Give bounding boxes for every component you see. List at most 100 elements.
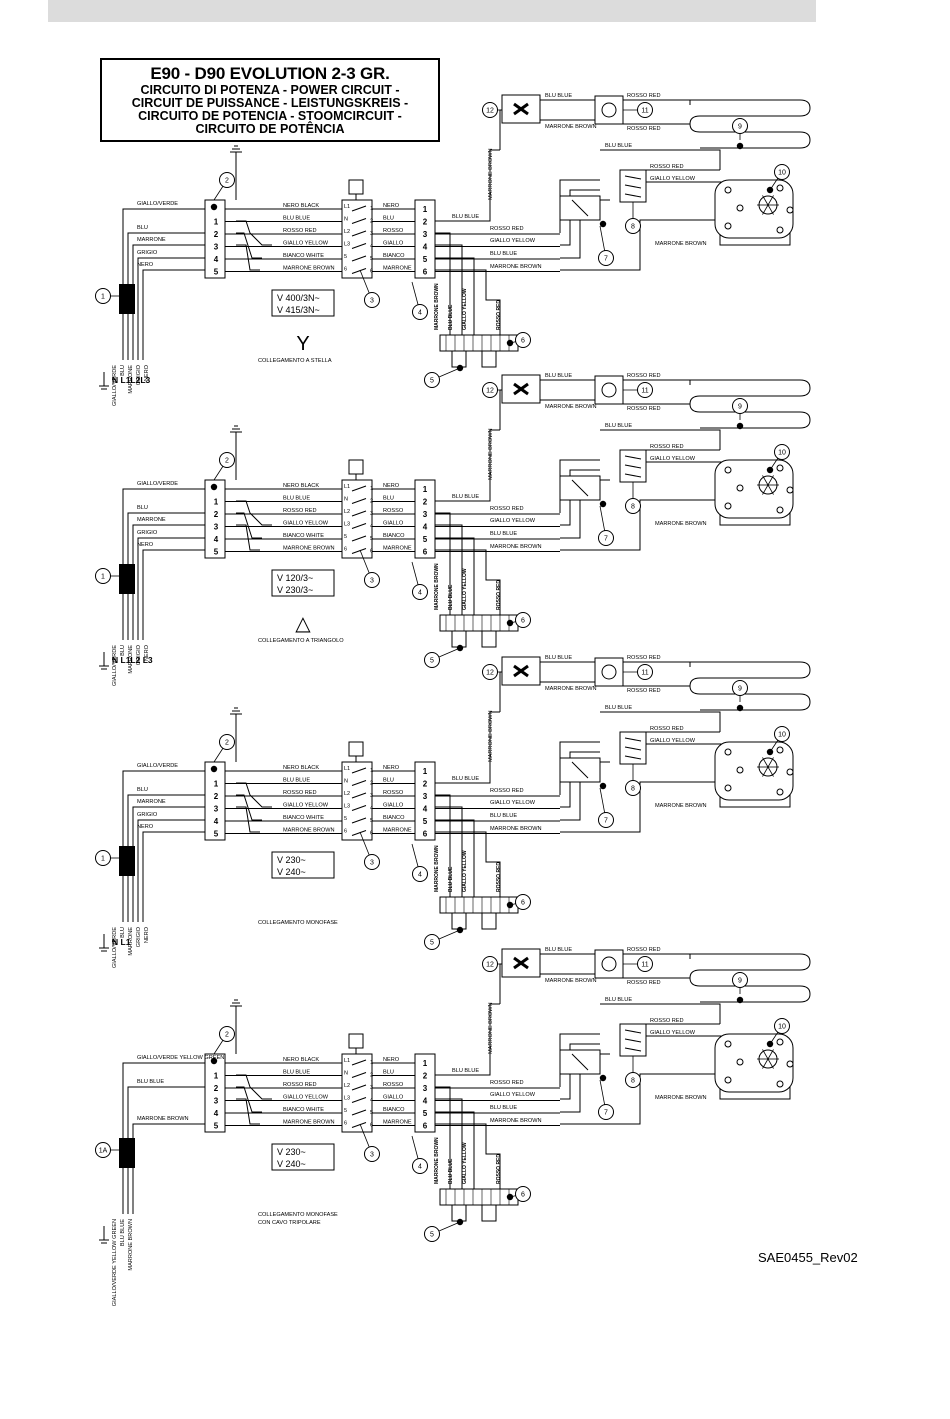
wire-label: ROSSO RED <box>627 126 661 132</box>
terminal-block <box>414 199 436 279</box>
cable-wire-label: GIALLO/VERDE YELLOW GREEN <box>112 1219 118 1306</box>
vertical-wire-label: BLU BLUE <box>448 304 454 330</box>
switch-contact-number: 4 <box>370 524 373 530</box>
vertical-wire-label: BLU BLUE <box>448 584 454 610</box>
ref-number: 1 <box>101 856 105 863</box>
wire <box>435 269 501 335</box>
title-block: E90 - D90 EVOLUTION 2-3 GR. CIRCUITO DI … <box>100 58 440 142</box>
wire <box>132 524 205 640</box>
junction-dot <box>210 483 218 491</box>
wire <box>600 1003 721 1024</box>
ref-circle <box>625 780 641 796</box>
ref-number: 11 <box>641 108 648 115</box>
wire-label: ROSSO RED <box>490 788 524 794</box>
wire-label: GIALLO <box>383 241 404 247</box>
heater-terminal <box>776 506 784 514</box>
ref-circle <box>412 866 428 882</box>
wire <box>435 819 475 897</box>
wire-label: ROSSO <box>383 228 404 234</box>
vertical-wire-label: ROSSO RED <box>496 1154 502 1184</box>
switch-pole-label: L3 <box>344 1096 350 1102</box>
terminal-block <box>204 761 226 841</box>
cable-wire-label: BLU <box>120 927 126 938</box>
wire <box>624 464 642 469</box>
junction-dot <box>736 422 744 430</box>
ref-circle <box>412 1158 428 1174</box>
junction-dot <box>506 1193 514 1201</box>
terminal-number: 4 <box>214 255 219 264</box>
voltage-box <box>271 851 335 879</box>
terminal-strip <box>439 614 519 632</box>
ref-circle <box>412 304 428 320</box>
ref-circle <box>95 1142 111 1158</box>
switch-pole-label: L2 <box>344 1083 350 1089</box>
ref-number: 5 <box>430 1232 434 1239</box>
cable-wire-label: BLU <box>137 787 148 793</box>
voltage-box <box>271 569 335 597</box>
ref-number: 8 <box>631 504 635 511</box>
terminal-block <box>414 761 436 841</box>
wire-label: MARRONE BROWN <box>488 710 494 762</box>
wire-label: BLU <box>383 496 394 502</box>
thermostat-body <box>594 657 624 687</box>
wire-label: BLU BLUE <box>545 655 572 661</box>
wire-label: GIALLO <box>383 521 404 527</box>
wire-label: GIALLO <box>383 1095 404 1101</box>
vertical-wire-label: BLU BLUE <box>448 866 454 892</box>
heating-element <box>689 99 811 149</box>
wire-label: BIANCO WHITE <box>283 533 324 539</box>
ref-number: 2 <box>225 458 229 465</box>
switch-pole-label: L1 <box>344 1058 350 1064</box>
wire-label: BLU BLUE <box>545 93 572 99</box>
wire <box>122 770 205 922</box>
terminal-number: 1 <box>423 205 428 214</box>
wire-label: MARRONE BROWN <box>655 803 707 809</box>
ref-circle <box>364 1146 380 1162</box>
vertical-wire-label: GIALLO YELLOW <box>462 568 468 610</box>
vertical-wire-label: MARRONE BROWN <box>434 1137 440 1184</box>
ref-circle <box>732 118 748 134</box>
switch-contact-number: 6 <box>370 269 373 275</box>
heater-terminal <box>724 1040 732 1048</box>
component-ref-4: 4 <box>411 843 428 882</box>
wire-label: MARRONE BROWN <box>655 241 707 247</box>
wire <box>435 1086 451 1189</box>
junction-dot <box>210 203 218 211</box>
ref-number: 9 <box>738 978 742 985</box>
terminal-clamp <box>481 1204 497 1222</box>
wire <box>351 805 367 811</box>
wire <box>236 500 272 526</box>
wire <box>127 794 205 922</box>
wire <box>767 484 774 495</box>
vertical-wire-label: ROSSO RED <box>496 580 502 610</box>
junction-dot <box>766 466 774 474</box>
terminal-number: 1 <box>423 485 428 494</box>
terminal-number: 3 <box>423 230 428 239</box>
wire-label: BLU BLUE <box>605 997 632 1003</box>
heater-terminal <box>776 1080 784 1088</box>
wire-label: MARRONE BROWN <box>488 148 494 200</box>
component-ref-4: 4 <box>411 1135 428 1174</box>
thermostat-body <box>594 375 624 405</box>
wire <box>351 1097 367 1103</box>
wire-label: BLU BLUE <box>490 251 517 257</box>
wire-label: BIANCO WHITE <box>283 1107 324 1113</box>
wire-label: MARRONE BROWN <box>488 1002 494 1054</box>
wire-label: MARRONE BROWN <box>283 1120 335 1126</box>
wire-label: ROSSO RED <box>283 228 317 234</box>
terminal-number: 2 <box>423 218 428 227</box>
terminal-number: 2 <box>214 230 219 239</box>
wire-label: MARRONE BROWN <box>490 264 542 270</box>
wire <box>624 746 642 751</box>
wire <box>351 1122 367 1128</box>
vertical-wire-label: BLU BLUE <box>448 1158 454 1184</box>
terminal-clamp <box>481 912 497 930</box>
wire-label: BLU BLUE <box>283 1070 310 1076</box>
wire-label: BIANCO <box>383 533 405 539</box>
wire <box>236 806 260 833</box>
wire <box>137 819 205 922</box>
